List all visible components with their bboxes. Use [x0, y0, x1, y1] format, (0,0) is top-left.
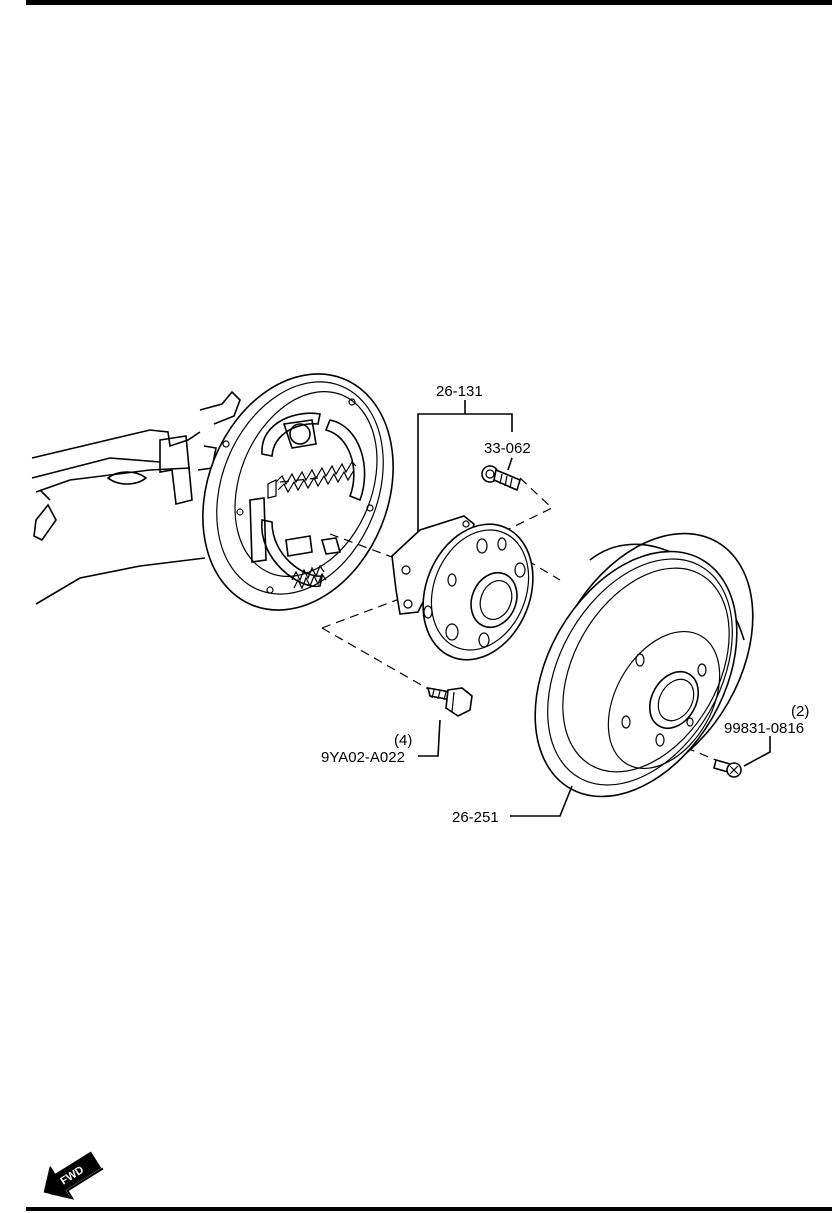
part-label-drum: 26-251: [452, 809, 499, 826]
qty-label-mount-bolt: (4): [394, 732, 412, 749]
top-border: [26, 0, 832, 5]
brake-shoes: [249, 412, 366, 588]
qty-label-drum-screw: (2): [791, 703, 809, 720]
backing-plate: [202, 373, 394, 611]
part-label-drum-screw: 99831-0816: [724, 720, 804, 737]
part-label-hub-assembly: 26-131: [436, 383, 483, 400]
part-label-mount-bolt: 9YA02-A022: [321, 749, 405, 766]
axle-beam: [31, 390, 241, 605]
hub-bolt: [481, 465, 521, 492]
leader-lines: [417, 400, 771, 817]
brake-drum: [534, 532, 754, 798]
mount-bolt: [426, 686, 473, 717]
bottom-border: [26, 1207, 832, 1211]
drum-screw: [713, 759, 742, 778]
hub-bearing-assembly: [391, 515, 534, 661]
fwd-arrow-icon: FWD: [43, 1151, 104, 1200]
part-label-hub-bolt: 33-062: [484, 440, 531, 457]
